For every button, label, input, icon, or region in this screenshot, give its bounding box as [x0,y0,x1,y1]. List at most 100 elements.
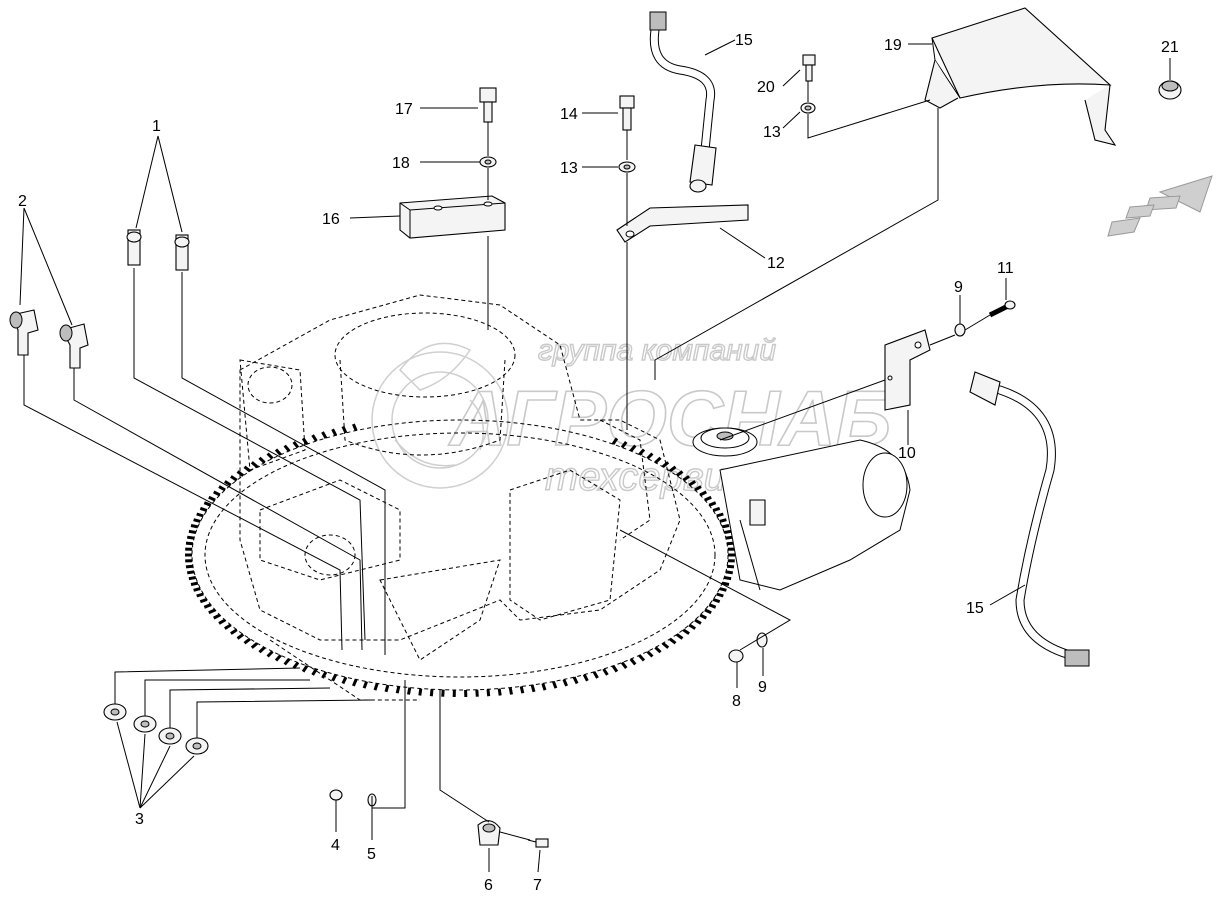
gear-tooth [301,665,309,673]
gear-tooth [331,428,338,437]
gear-tooth [292,661,300,670]
gear-tooth [213,490,221,497]
part-8-nut [728,649,744,663]
gear-tooth [721,581,730,586]
gear-tooth [530,684,536,693]
watermark-line3: техсервис [545,455,746,499]
part-14-bolt [619,95,635,131]
gear-tooth [646,452,654,460]
callout-7: 7 [533,877,542,894]
gear-tooth [669,465,677,473]
part-2-elbow-fittings [9,309,89,369]
gear-tooth [638,654,646,662]
gear-tooth [218,485,226,492]
gear-tooth [230,628,238,635]
gear-tooth [551,680,558,689]
gear-tooth [486,689,491,697]
gear-tooth [236,470,245,477]
gear-tooth [341,676,348,685]
gear-tooth [592,671,599,679]
gear-tooth [185,541,194,546]
gear-tooth [669,637,677,645]
callout-18: 18 [392,155,410,172]
gear-tooth [187,535,195,540]
gear-tooth [719,518,727,523]
gear-tooth [208,608,216,615]
flywheel-ring-gear [185,419,735,698]
gear-tooth [475,689,479,697]
gear-tooth [185,564,194,569]
gear-tooth [708,603,717,609]
callout-2: 2 [18,193,27,210]
gear-tooth [620,440,628,449]
part-15-hose-lower [969,371,1090,667]
callout-11: 11 [997,260,1014,277]
gear-tooth [352,423,358,432]
part-9-washer-upper [954,323,966,337]
part-11-bolt [988,300,1016,318]
gear-tooth [661,642,670,649]
gear-tooth [429,689,434,697]
gear-tooth [250,642,259,649]
callout-19: 19 [884,37,902,54]
gear-tooth [541,682,547,691]
watermark-line1: группа компаний [538,334,776,367]
gear-tooth [208,495,216,502]
gear-tooth [258,456,266,464]
gear-tooth [274,654,282,662]
gear-tooth [395,686,401,694]
gear-tooth [418,688,423,696]
gear-tooth [725,570,733,575]
leader-lines [19,39,1171,873]
gear-tooth [611,665,619,673]
part-18-washer [479,156,497,168]
gear-tooth [675,633,684,640]
part-15-hose-upper [649,11,717,193]
gear-tooth [620,661,628,670]
gear-tooth [654,646,662,654]
gear-tooth [723,576,732,581]
gear-tooth [508,687,513,695]
part-13-washer-top [800,102,816,114]
gear-tooth [193,518,201,523]
gear-tooth [203,501,212,507]
gear-tooth [497,688,502,696]
gear-tooth [723,529,732,534]
gear-tooth [719,587,727,592]
callout-6: 6 [484,877,493,894]
gear-tooth [712,506,721,513]
callout-1: 1 [152,118,161,135]
part-16-block [399,195,506,239]
gear-tooth [661,461,670,468]
gear-tooth [321,671,328,679]
part-6-clamp [477,820,501,846]
callout-17: 17 [395,101,413,118]
agrosnab-gear-logo-icon [371,342,509,489]
callout-12: 12 [767,255,785,272]
gear-tooth [629,444,637,452]
callout-8: 8 [732,693,741,710]
gear-tooth [725,535,733,540]
gear-tooth [407,687,412,695]
callout-numbers: 1 2 3 4 5 6 7 8 9 9 10 11 12 13 13 14 15… [18,32,1179,894]
callout-20: 20 [757,79,775,96]
callout-4: 4 [331,837,340,854]
gear-tooth [188,576,197,581]
callout-9-upper: 9 [954,279,963,296]
gear-tooth [441,689,445,697]
gear-tooth [712,597,721,604]
part-10-bracket [884,329,931,411]
gear-tooth [266,650,274,658]
gear-tooth [292,440,300,449]
gear-tooth [688,480,696,487]
gear-tooth [193,587,201,592]
callout-9-lower: 9 [758,679,767,696]
gear-tooth [582,673,589,682]
callout-13-mid: 13 [560,160,578,177]
ring-gear-teeth [185,423,735,698]
gear-tooth [236,633,245,640]
gear-tooth [562,678,568,687]
part-19-shield [924,7,1117,146]
gear-tooth [726,564,735,569]
part-7-bolt [527,838,549,848]
